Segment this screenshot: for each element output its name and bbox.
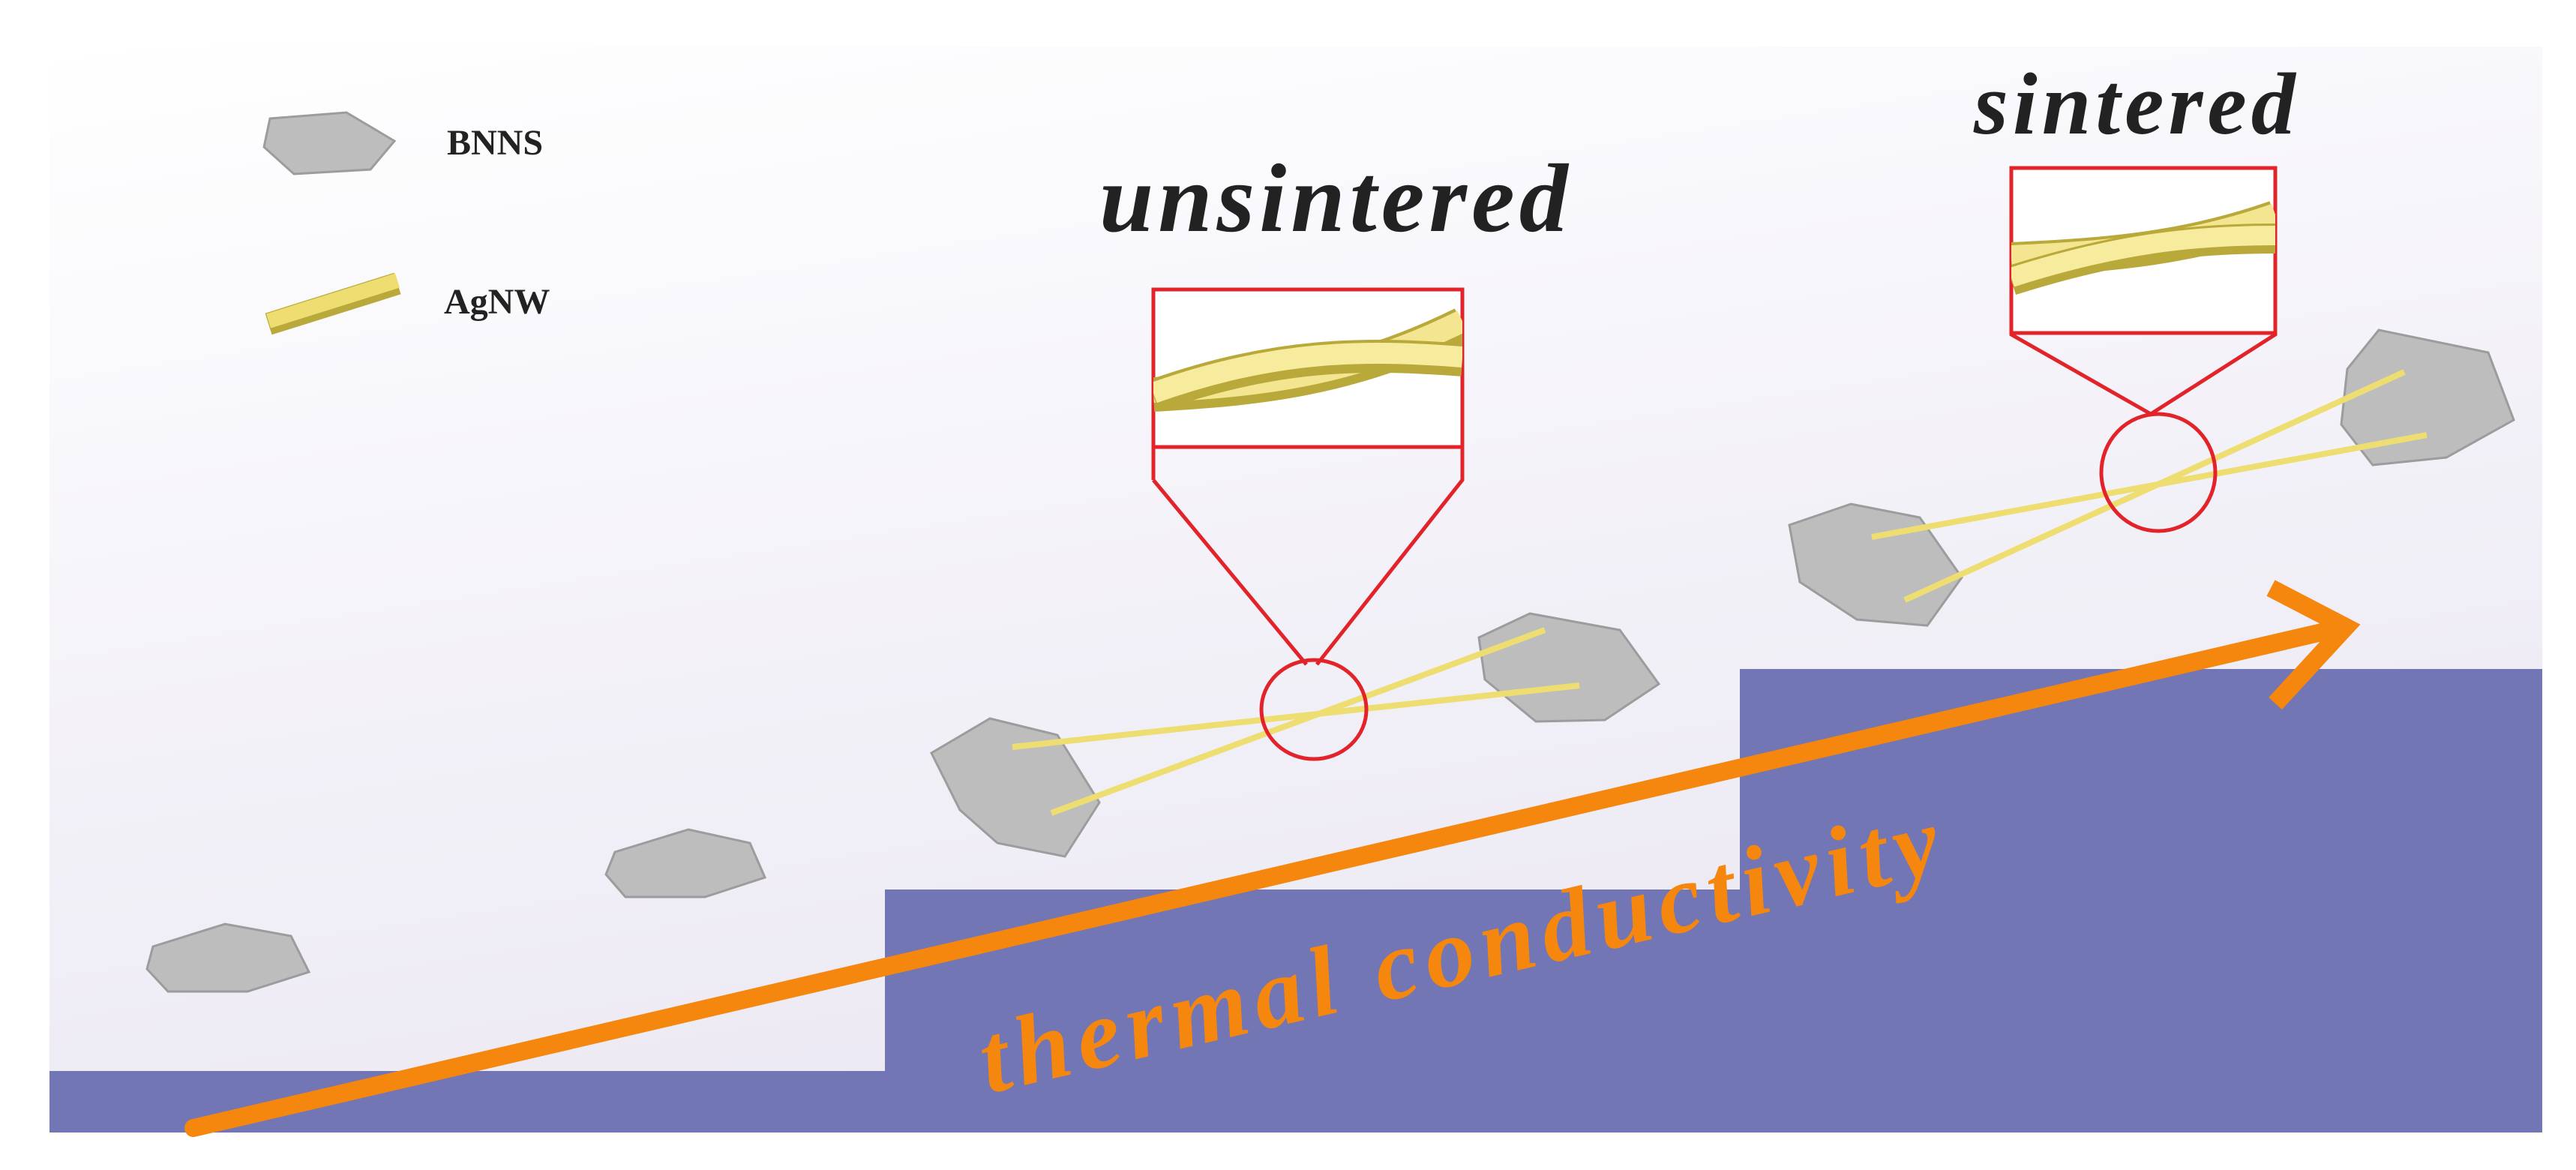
- legend-agnw-label: AgNW: [444, 282, 550, 322]
- step-bars: [49, 669, 2542, 1132]
- junction-circle: [2099, 412, 2218, 533]
- bnns-flake: [604, 828, 767, 898]
- junction-circle: [1259, 658, 1369, 761]
- legend-bnns-icon: [262, 111, 397, 176]
- agnw-wire: [1050, 627, 1546, 816]
- zoom-pointer: [1152, 478, 1308, 666]
- sintered-network: [1788, 328, 2515, 627]
- bnns-flake: [930, 717, 1101, 858]
- bnns-flake: [145, 922, 311, 993]
- unsintered-zoom-callout: [1151, 287, 1465, 761]
- legend-bnns-label: BNNS: [447, 123, 543, 163]
- sintered-zoom-callout: [2009, 166, 2278, 533]
- agnw-wire: [1012, 682, 1580, 750]
- unsintered-label: unsintered: [1099, 145, 1573, 253]
- sintered-label: sintered: [1973, 55, 2300, 153]
- legend-agnw-icon-highlight: [266, 273, 400, 328]
- legend: BNNS AgNW: [262, 111, 550, 335]
- bnns-flake: [2340, 328, 2515, 466]
- agnw-wire: [1903, 369, 2406, 603]
- thermal-conductivity-arrow: [184, 580, 2361, 1137]
- unsintered-network: [930, 612, 1661, 858]
